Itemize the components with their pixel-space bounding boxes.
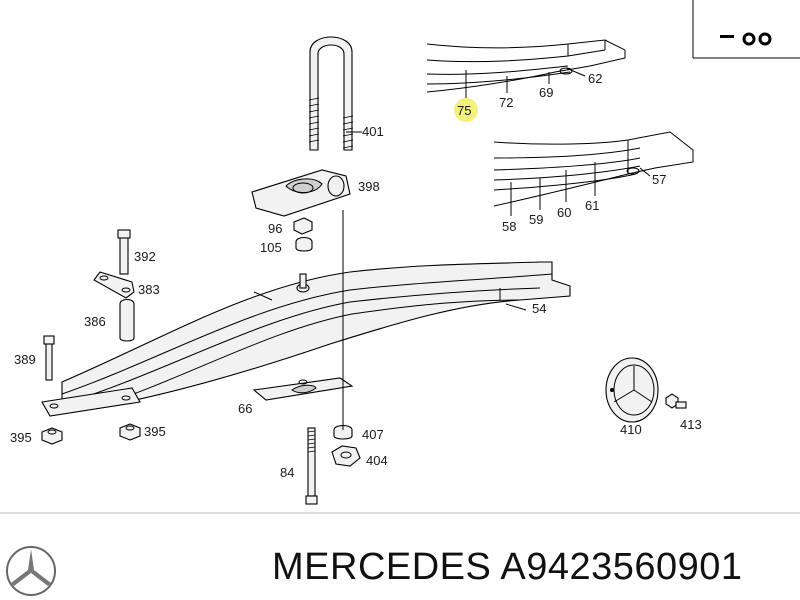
plate-66 xyxy=(252,377,354,401)
label-383: 383 xyxy=(138,282,160,297)
part-number: A9423560901 xyxy=(500,546,743,588)
label-57: 57 xyxy=(652,172,666,187)
nut-404 xyxy=(331,445,361,467)
label-62: 62 xyxy=(588,71,602,86)
label-69: 69 xyxy=(539,85,553,100)
bushing-386 xyxy=(119,298,135,342)
label-60: 60 xyxy=(557,205,571,220)
label-386: 386 xyxy=(84,314,106,329)
label-395-right: 395 xyxy=(144,424,166,439)
label-410: 410 xyxy=(620,422,642,437)
double-circle-icon xyxy=(720,32,772,46)
label-389: 389 xyxy=(14,352,36,367)
label-398: 398 xyxy=(358,179,380,194)
washer-407 xyxy=(333,424,353,440)
label-66: 66 xyxy=(238,401,252,416)
label-58: 58 xyxy=(502,219,516,234)
label-96: 96 xyxy=(268,221,282,236)
clamp-plate xyxy=(251,169,351,217)
plate-383 xyxy=(93,271,135,299)
label-404: 404 xyxy=(366,453,388,468)
label-105: 105 xyxy=(260,240,282,255)
bolt-392 xyxy=(117,229,131,275)
label-72: 72 xyxy=(499,95,513,110)
cover-410 xyxy=(605,357,659,423)
brand-name: MERCEDES xyxy=(272,546,492,588)
label-395-left: 395 xyxy=(10,430,32,445)
label-75: 75 xyxy=(457,103,471,118)
bolt-84 xyxy=(305,427,318,505)
footer-title: MERCEDES A9423560901 xyxy=(272,546,743,589)
u-bolt xyxy=(308,36,362,151)
mercedes-star-logo xyxy=(6,546,56,596)
bolt-413 xyxy=(665,393,687,409)
label-84: 84 xyxy=(280,465,294,480)
detail-leaves-top xyxy=(426,39,626,98)
label-392: 392 xyxy=(134,249,156,264)
label-59: 59 xyxy=(529,212,543,227)
label-401: 401 xyxy=(362,124,384,139)
detail-leaves-middle xyxy=(493,131,694,216)
nut-395-left xyxy=(41,427,63,445)
label-413: 413 xyxy=(680,417,702,432)
nut-96 xyxy=(293,217,313,252)
corner-symbol-box xyxy=(692,0,800,59)
nut-395-right xyxy=(119,423,141,441)
highlight-marker xyxy=(454,98,478,122)
leaf-spring-main xyxy=(41,261,571,417)
label-407: 407 xyxy=(362,427,384,442)
label-54: 54 xyxy=(532,301,546,316)
label-61: 61 xyxy=(585,198,599,213)
bolt-389 xyxy=(43,335,55,381)
